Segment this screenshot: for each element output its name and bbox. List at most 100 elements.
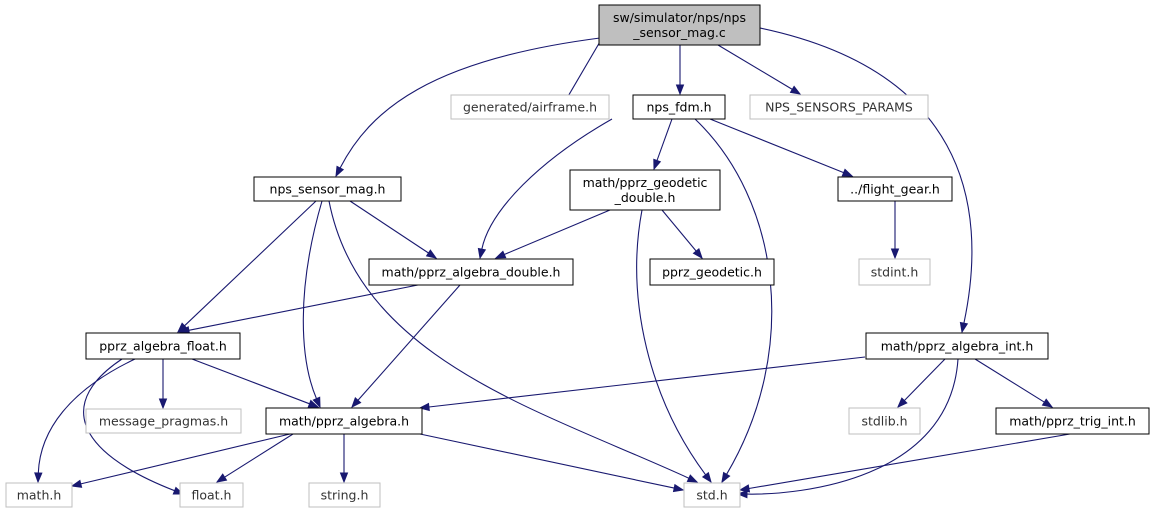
edge-main-to-nps_sensors_params (717, 44, 802, 95)
arrowhead (339, 472, 349, 484)
node-label: message_pragmas.h (99, 414, 228, 429)
edge-pprz_algebra_int-to-stdlib (897, 358, 946, 408)
node-label: stdint.h (871, 265, 919, 280)
node-pprz-geodetic-double[interactable]: math/pprz_geodetic_double.h (569, 169, 721, 211)
node-label: math/pprz_geodetic (583, 175, 708, 190)
node-box (569, 169, 721, 211)
node-pprz-algebra-int[interactable]: math/pprz_algebra_int.h (865, 332, 1049, 360)
node-box (308, 482, 381, 508)
node-box (749, 94, 929, 120)
edge-pprz_algebra_float-to-message_pragmas (158, 359, 168, 410)
node-nps-fdm[interactable]: nps_fdm.h (632, 94, 726, 120)
edge-nps_sensor_mag_h-to-pprz_algebra (302, 200, 323, 409)
node-string: string.h (308, 482, 381, 508)
arrowhead (158, 398, 168, 410)
node-label: std.h (696, 488, 727, 503)
arrowhead (351, 397, 362, 409)
node-box (995, 407, 1150, 435)
node-label: _sensor_mag.c (632, 25, 726, 40)
node-label: math/pprz_algebra_int.h (881, 339, 1034, 354)
node-label: math/pprz_trig_int.h (1009, 414, 1136, 429)
edge-nps_fdm-to-flight_gear (709, 118, 854, 177)
node-box (179, 482, 244, 508)
node-pprz-algebra-float[interactable]: pprz_algebra_float.h (85, 332, 241, 360)
arrowhead (841, 168, 854, 177)
node-main[interactable]: sw/simulator/nps/nps_sensor_mag.c (598, 4, 761, 46)
node-box (5, 482, 73, 508)
node-box (253, 176, 402, 202)
arrowhead (701, 471, 712, 484)
arrowhead (312, 396, 321, 409)
node-stdint: stdint.h (858, 258, 931, 286)
arrowhead (890, 248, 900, 260)
arrowhead (672, 483, 685, 493)
arrowhead (692, 247, 703, 260)
node-pprz-algebra[interactable]: math/pprz_algebra.h (265, 407, 423, 435)
edge-pprz_algebra_int-to-std (736, 358, 959, 499)
arrowhead (1041, 398, 1054, 408)
node-box (632, 94, 726, 120)
edge-pprz_trig_int-to-std (738, 433, 1071, 493)
node-box (85, 332, 241, 360)
node-label: nps_fdm.h (646, 100, 711, 115)
arrowhead (494, 250, 507, 259)
node-label: math.h (17, 488, 62, 503)
arrowhead (425, 249, 438, 259)
edge-nps_fdm-to-pprz_algebra_double (477, 118, 613, 260)
arrowhead (477, 247, 487, 260)
node-label: _double.h (614, 190, 676, 205)
node-math: math.h (5, 482, 73, 508)
nodes-layer: sw/simulator/nps/nps_sensor_mag.cgenerat… (5, 4, 1150, 508)
arrowhead (721, 471, 731, 484)
edge-pprz_algebra_int-to-pprz_trig_int (974, 358, 1054, 408)
edge-pprz_algebra_float-to-math (34, 358, 136, 484)
arrowhead (897, 397, 908, 408)
edge-pprz_algebra-to-string (339, 434, 349, 484)
node-pprz-algebra-double[interactable]: math/pprz_algebra_double.h (368, 258, 574, 286)
edge-pprz_algebra_int-to-pprz_algebra (418, 356, 866, 412)
node-nps-sensors-params: NPS_SENSORS_PARAMS (749, 94, 929, 120)
node-box (368, 258, 574, 286)
edge-nps_sensor_mag_h-to-pprz_algebra_float (176, 200, 317, 333)
node-label: stdlib.h (861, 414, 907, 429)
node-label: string.h (321, 488, 369, 503)
arrowhead (959, 321, 969, 334)
arrowhead (686, 474, 699, 483)
node-label: ../flight_gear.h (850, 182, 940, 197)
arrowhead (335, 165, 345, 178)
edge-pprz_algebra_double-to-pprz_algebra (351, 284, 461, 409)
edge-pprz_geodetic_double-to-pprz_geodetic (661, 209, 703, 260)
edge-pprz_algebra_double-to-pprz_algebra_float (178, 284, 419, 335)
edge-nps_sensor_mag_h-to-pprz_algebra_double (349, 200, 438, 259)
node-label: math/pprz_algebra.h (279, 414, 409, 429)
node-pprz-geodetic[interactable]: pprz_geodetic.h (649, 258, 775, 286)
node-box (683, 482, 741, 508)
edge-nps_fdm-to-pprz_geodetic_double (653, 118, 673, 171)
node-label: math/pprz_algebra_double.h (382, 265, 561, 280)
edge-pprz_geodetic_double-to-pprz_algebra_double (494, 209, 611, 259)
arrowhead (418, 402, 430, 412)
node-nps-sensor-mag-h[interactable]: nps_sensor_mag.h (253, 176, 402, 202)
node-box (85, 408, 242, 434)
edge-main-to-nps_fdm (675, 45, 685, 96)
node-float: float.h (179, 482, 244, 508)
node-label: generated/airframe.h (463, 100, 597, 115)
node-label: float.h (192, 488, 232, 503)
arrowhead (736, 489, 748, 499)
node-flight-gear[interactable]: ../flight_gear.h (837, 176, 953, 202)
node-box (450, 94, 610, 120)
arrowhead (215, 473, 228, 483)
arrowhead (653, 158, 662, 171)
edge-flight_gear-to-stdint (890, 201, 900, 260)
node-label: pprz_algebra_float.h (99, 339, 227, 354)
edge-nps_sensor_mag_h-to-std (328, 200, 699, 483)
edge-pprz_algebra-to-float (215, 433, 294, 483)
node-pprz-trig-int[interactable]: math/pprz_trig_int.h (995, 407, 1150, 435)
edge-main-to-nps_sensor_mag_h (335, 37, 601, 178)
node-label: NPS_SENSORS_PARAMS (765, 100, 913, 115)
arrowhead (307, 399, 320, 408)
node-box (865, 332, 1049, 360)
edge-pprz_algebra-to-math (70, 433, 291, 488)
node-label: sw/simulator/nps/nps (613, 10, 746, 25)
